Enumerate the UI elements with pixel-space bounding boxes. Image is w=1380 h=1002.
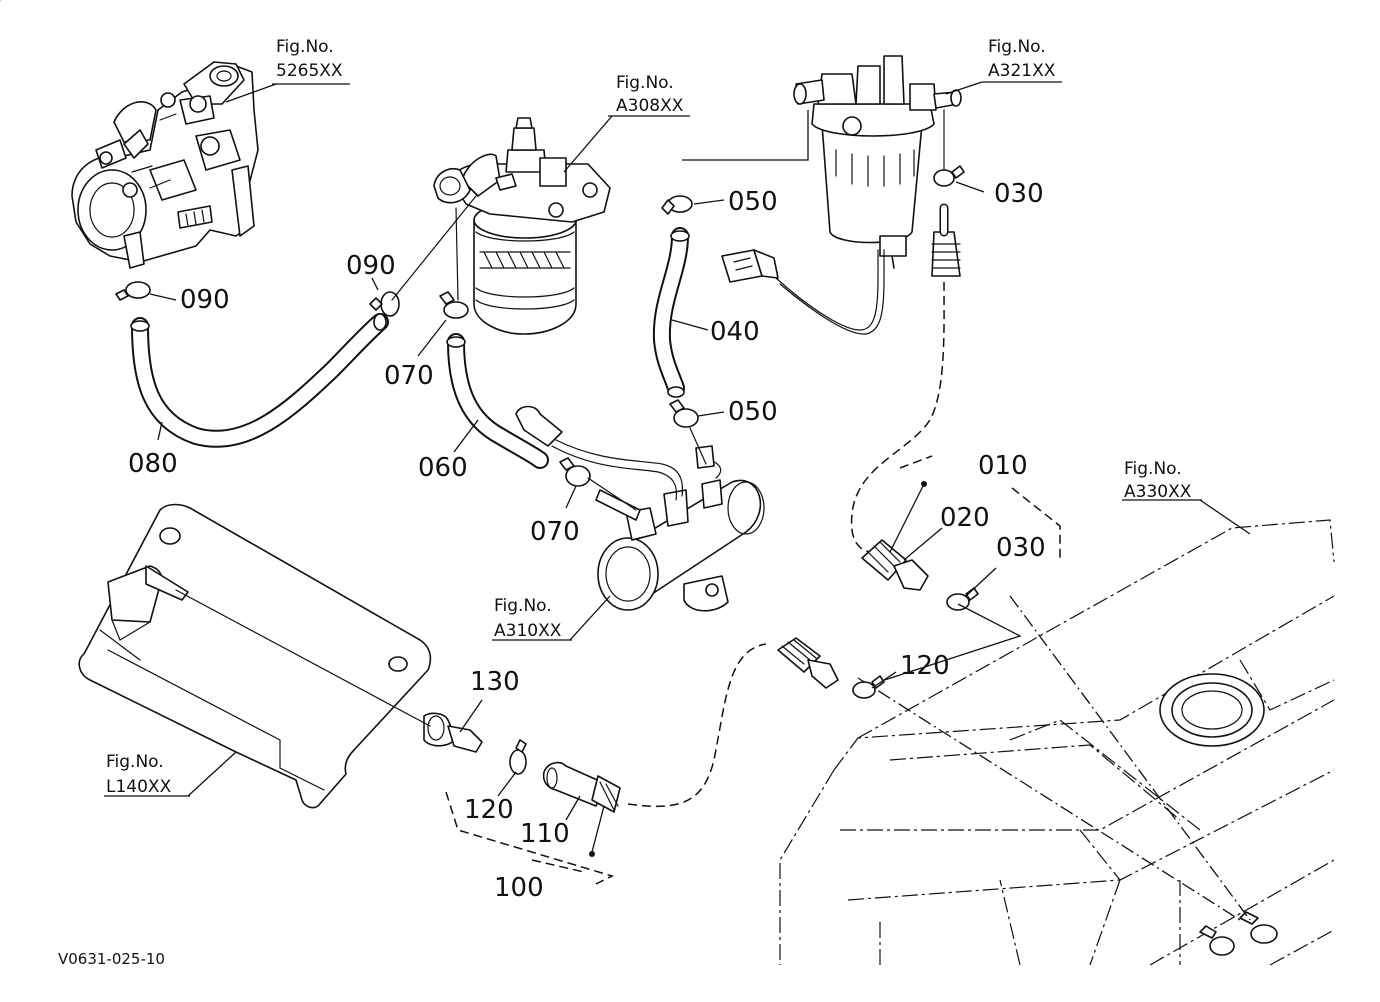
part-label-090-left: 090	[180, 285, 230, 315]
drawing-code: V0631-025-10	[58, 950, 165, 968]
part-label-080: 080	[128, 449, 178, 479]
fitting-130	[423, 712, 483, 753]
part-label-050-top: 050	[728, 187, 778, 217]
pump-sensor	[515, 405, 684, 501]
clamp-030-mid	[946, 587, 979, 611]
part-label-060: 060	[418, 453, 468, 483]
part-label-070-top: 070	[384, 361, 434, 391]
hose-110	[542, 761, 621, 813]
part-label-110: 110	[520, 819, 570, 849]
fig-ref-tank-number: A330XX	[1124, 482, 1192, 502]
part-label-120-right: 120	[900, 651, 950, 681]
fig-ref-pump-line1: Fig.No.	[276, 37, 334, 57]
part-label-030-top: 030	[994, 179, 1044, 209]
clamp-030-top	[933, 165, 965, 187]
tank-bolt-1	[1239, 911, 1278, 944]
part-label-050-mid: 050	[728, 397, 778, 427]
fuel-filter-a308	[433, 117, 611, 335]
injection-pump	[71, 61, 259, 269]
plate-l140	[78, 503, 432, 809]
clamp-090-left	[115, 281, 151, 301]
filter-sensor-connector	[721, 249, 885, 335]
fig-ref-plate-number: L140XX	[106, 777, 172, 797]
part-label-020: 020	[940, 503, 990, 533]
part-label-010: 010	[978, 451, 1028, 481]
hose-080	[130, 313, 389, 448]
clamp-120-left	[509, 739, 527, 775]
fig-ref-filter-a308-line1: Fig.No.	[616, 73, 674, 93]
marker-dot-100	[589, 851, 595, 857]
part-label-070-mid: 070	[530, 517, 580, 547]
clamp-050-top	[661, 195, 693, 215]
fig-ref-filter-a321-line1: Fig.No.	[988, 37, 1046, 57]
tank-filler-cap	[1159, 673, 1265, 747]
clamp-070-mid	[559, 457, 591, 487]
fuel-tank-ghost	[779, 519, 1335, 966]
part-label-130: 130	[470, 667, 520, 697]
fig-ref-pump-number: 5265XX	[276, 61, 343, 81]
part-label-090-mid: 090	[346, 251, 396, 281]
hose-060	[446, 333, 549, 469]
electric-fuel-pump	[595, 445, 765, 612]
clamp-050-mid	[669, 399, 699, 428]
part-label-100: 100	[494, 873, 544, 903]
clamp-120-right	[852, 675, 885, 699]
part-label-040: 040	[710, 317, 760, 347]
clamp-090-mid	[369, 291, 400, 317]
hose-040	[652, 227, 690, 398]
fig-ref-fuel-pump-line1: Fig.No.	[494, 596, 552, 616]
fuel-line-100	[627, 637, 839, 808]
fig-ref-filter-a321-number: A321XX	[988, 61, 1056, 81]
part-label-030-mid: 030	[996, 533, 1046, 563]
fuel-line-010	[850, 203, 961, 553]
part-label-120-left: 120	[464, 795, 514, 825]
fuel-filter-a321	[793, 55, 962, 269]
tank-bolt-2	[1199, 925, 1235, 956]
fig-ref-plate-line1: Fig.No.	[106, 752, 164, 772]
fig-ref-tank-line1: Fig.No.	[1124, 459, 1182, 479]
clamp-070-top	[439, 291, 469, 319]
fig-ref-fuel-pump-number: A310XX	[494, 621, 562, 641]
fig-ref-filter-a308-number: A308XX	[616, 96, 684, 116]
